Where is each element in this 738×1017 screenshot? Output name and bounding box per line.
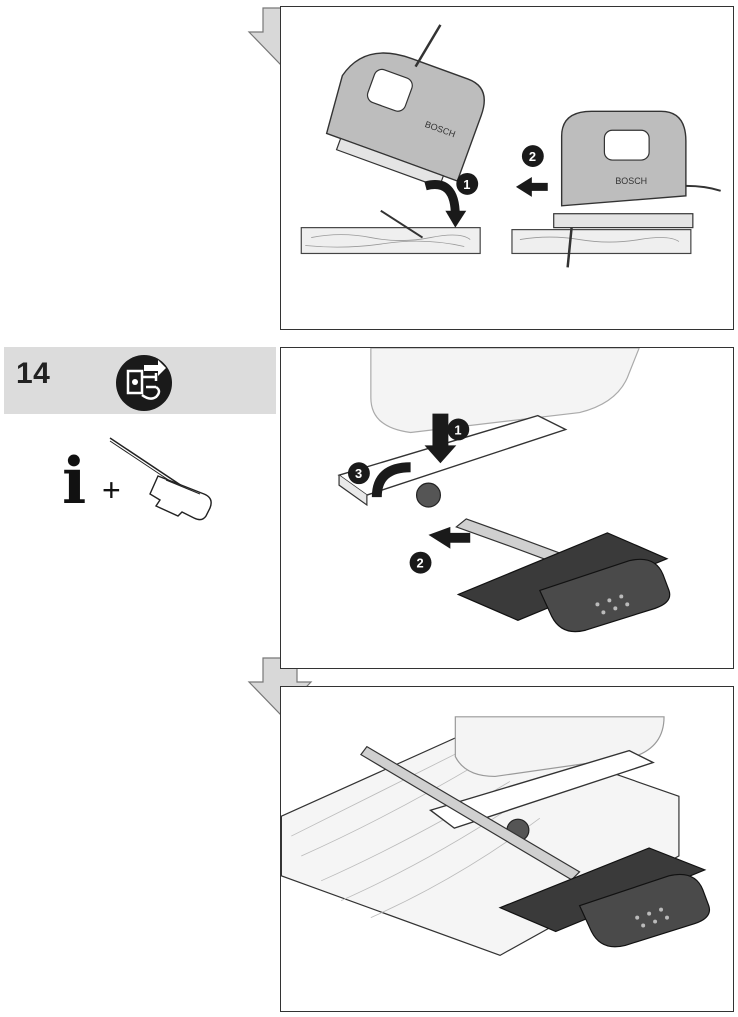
step-number: 14	[16, 357, 51, 390]
callout-badge-2	[409, 551, 432, 574]
rotate-arrow-icon	[424, 180, 460, 216]
jigsaw-insert-illustration: BOSCH 1 BOSCH 2	[300, 24, 721, 268]
parallel-guide	[498, 847, 707, 933]
svg-text:BOSCH: BOSCH	[615, 176, 647, 186]
base-plate	[337, 414, 568, 496]
push-arrow-icon	[515, 176, 548, 197]
unplug-from-mains-icon	[116, 355, 172, 411]
sawing-with-guide-illustration	[281, 716, 711, 956]
callout-number: 2	[417, 556, 424, 571]
jigsaw-upright: BOSCH	[553, 110, 721, 229]
callout-number: 2	[529, 149, 536, 164]
callout-badge-1	[456, 172, 479, 195]
saw-blade	[380, 209, 424, 239]
illustration-sawing-with-guide-panel	[280, 686, 734, 1012]
step-header: 14	[4, 347, 276, 414]
illustration-attach-guide-panel: 1 3 2	[280, 347, 734, 669]
callout-number: 1	[454, 422, 461, 437]
clamp-knob	[415, 482, 442, 508]
callout-number: 3	[355, 466, 362, 481]
info-icon: i	[62, 444, 87, 519]
parallel-guide-accessory-icon	[109, 437, 212, 521]
jigsaw-tilted: BOSCH	[325, 52, 485, 188]
callout-badge-2	[521, 145, 544, 168]
callout-number: 1	[463, 177, 470, 192]
saw-blade	[566, 227, 573, 268]
rotate-arrow-icon	[371, 462, 411, 498]
info-plus-accessory: i +	[56, 428, 236, 524]
parallel-guide	[456, 532, 669, 621]
illustration-insert-saw-panel: BOSCH 1 BOSCH 2	[280, 6, 734, 330]
plus-icon: +	[102, 472, 121, 508]
callout-badge-1	[447, 418, 470, 441]
guide-attach-illustration: 1 3 2	[337, 348, 671, 633]
callout-badge-3	[347, 462, 370, 485]
push-arrow-icon	[428, 526, 471, 549]
